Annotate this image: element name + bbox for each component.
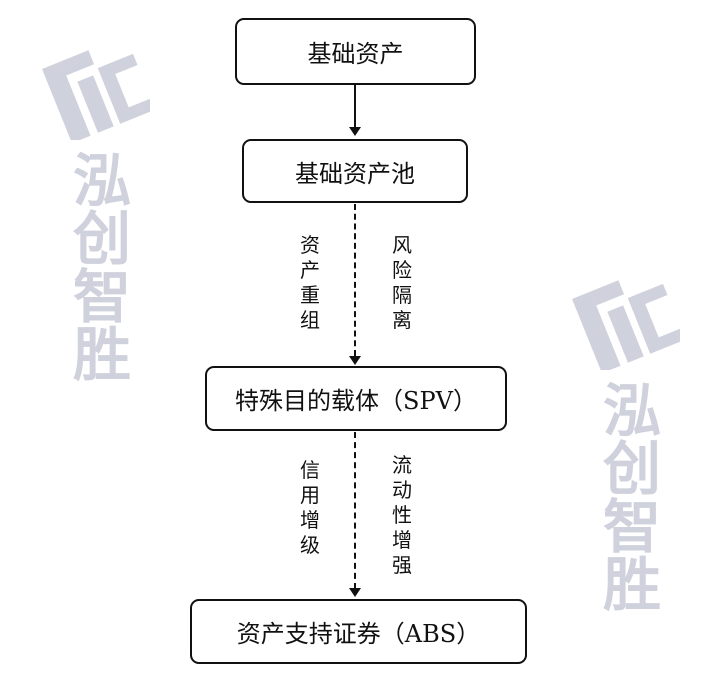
arrow-head-icon: [349, 588, 361, 597]
dashed-arrow-line: [354, 432, 356, 589]
edge-label-left: 资产重组: [300, 233, 320, 332]
node-asset-pool: 基础资产池: [242, 139, 468, 203]
watermark-text: 泓创智胜: [593, 380, 661, 612]
arrow-head-icon: [349, 127, 361, 136]
node-abs: 资产支持证券（ABS）: [190, 599, 527, 664]
watermark-text: 泓创智胜: [63, 150, 131, 382]
node-underlying-assets: 基础资产: [235, 18, 476, 85]
watermark-logo-icon: [42, 50, 150, 140]
dashed-arrow-line: [354, 204, 356, 356]
edge-label-right: 风险隔离: [392, 233, 412, 332]
edge-label-left: 信用增级: [300, 458, 320, 557]
arrow-head-icon: [349, 356, 361, 365]
node-spv: 特殊目的载体（SPV）: [205, 366, 507, 431]
watermark: 泓创智胜: [570, 250, 680, 670]
edge-label-right: 流动性增强: [392, 453, 412, 577]
arrow-line: [354, 85, 356, 129]
watermark-logo-icon: [572, 280, 680, 370]
watermark: 泓创智胜: [40, 20, 150, 420]
